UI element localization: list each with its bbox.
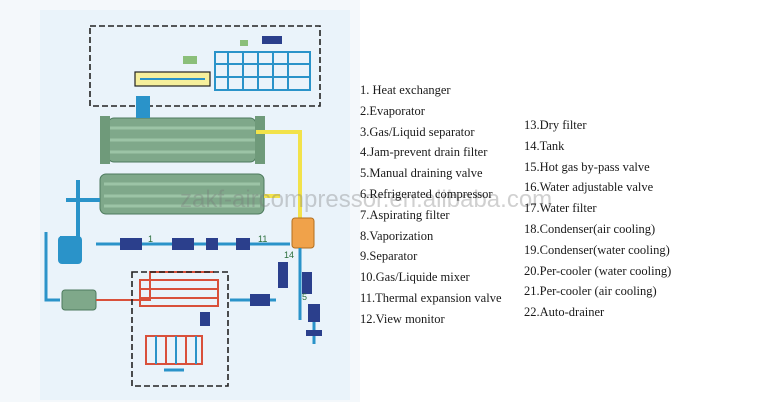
legend-item: 20.Per-cooler (water cooling): [524, 263, 672, 278]
legend-item: 9.Separator: [360, 249, 418, 264]
legend-item: 12.View monitor: [360, 311, 445, 326]
water-condenser-dashed-box: [131, 271, 229, 387]
hot-gas-pipe: [256, 130, 302, 222]
refrigeration-diagram: 1 11 14 5: [0, 0, 360, 402]
heat-exchanger: [100, 96, 265, 164]
legend-item: 11.Thermal expansion valve: [360, 290, 502, 305]
legend-item: 4.Jam-prevent drain filter: [360, 145, 488, 160]
legend-item: 10.Gas/Liquide mixer: [360, 270, 470, 285]
legend-item: 5.Manual draining valve: [360, 166, 483, 181]
legend-item: 16.Water adjustable valve: [524, 180, 654, 195]
condenser-dashed-box: [89, 25, 321, 107]
legend-item: 18.Condenser(air cooling): [524, 221, 656, 236]
valve-line: 1 11: [96, 234, 290, 250]
condenser-coil: [134, 36, 311, 91]
evaporator: [99, 173, 265, 215]
diagram-number: 14: [284, 250, 294, 260]
legend-item: 21.Per-cooler (air cooling): [524, 284, 657, 299]
legend-item: 13.Dry filter: [524, 118, 587, 132]
right-pipework: 14 5: [278, 248, 322, 344]
left-pipework: [44, 180, 100, 311]
legend-item: 8.Vaporization: [360, 228, 434, 243]
legend-item: 19.Condenser(water cooling): [524, 242, 670, 257]
diagram-number: 11: [258, 234, 267, 244]
legend-right: 13.Dry filter 14.Tank 15.Hot gas by-pass…: [524, 115, 671, 323]
tank: [291, 217, 315, 249]
legend-item: 6.Refrigerated compressor: [360, 186, 493, 201]
legend-item: 14.Tank: [524, 138, 565, 153]
water-condenser: [139, 279, 219, 372]
legend-left: 1. Heat exchanger 2.Evaporator 3.Gas/Liq…: [360, 80, 502, 330]
legend-item: 2.Evaporator: [360, 103, 425, 118]
legend-item: 17.Water filter: [524, 201, 597, 216]
diagram-number: 5: [302, 292, 307, 302]
diagram-number: 1: [148, 234, 153, 244]
legend-item: 3.Gas/Liquid separator: [360, 124, 475, 139]
legend-item: 1. Heat exchanger: [360, 83, 451, 97]
legend-item: 7.Aspirating filter: [360, 207, 450, 222]
watermark: zakf-aircompressor.en.alibaba.com: [180, 186, 553, 213]
legend-item: 15.Hot gas by-pass valve: [524, 159, 650, 174]
legend-item: 22.Auto-drainer: [524, 305, 605, 320]
